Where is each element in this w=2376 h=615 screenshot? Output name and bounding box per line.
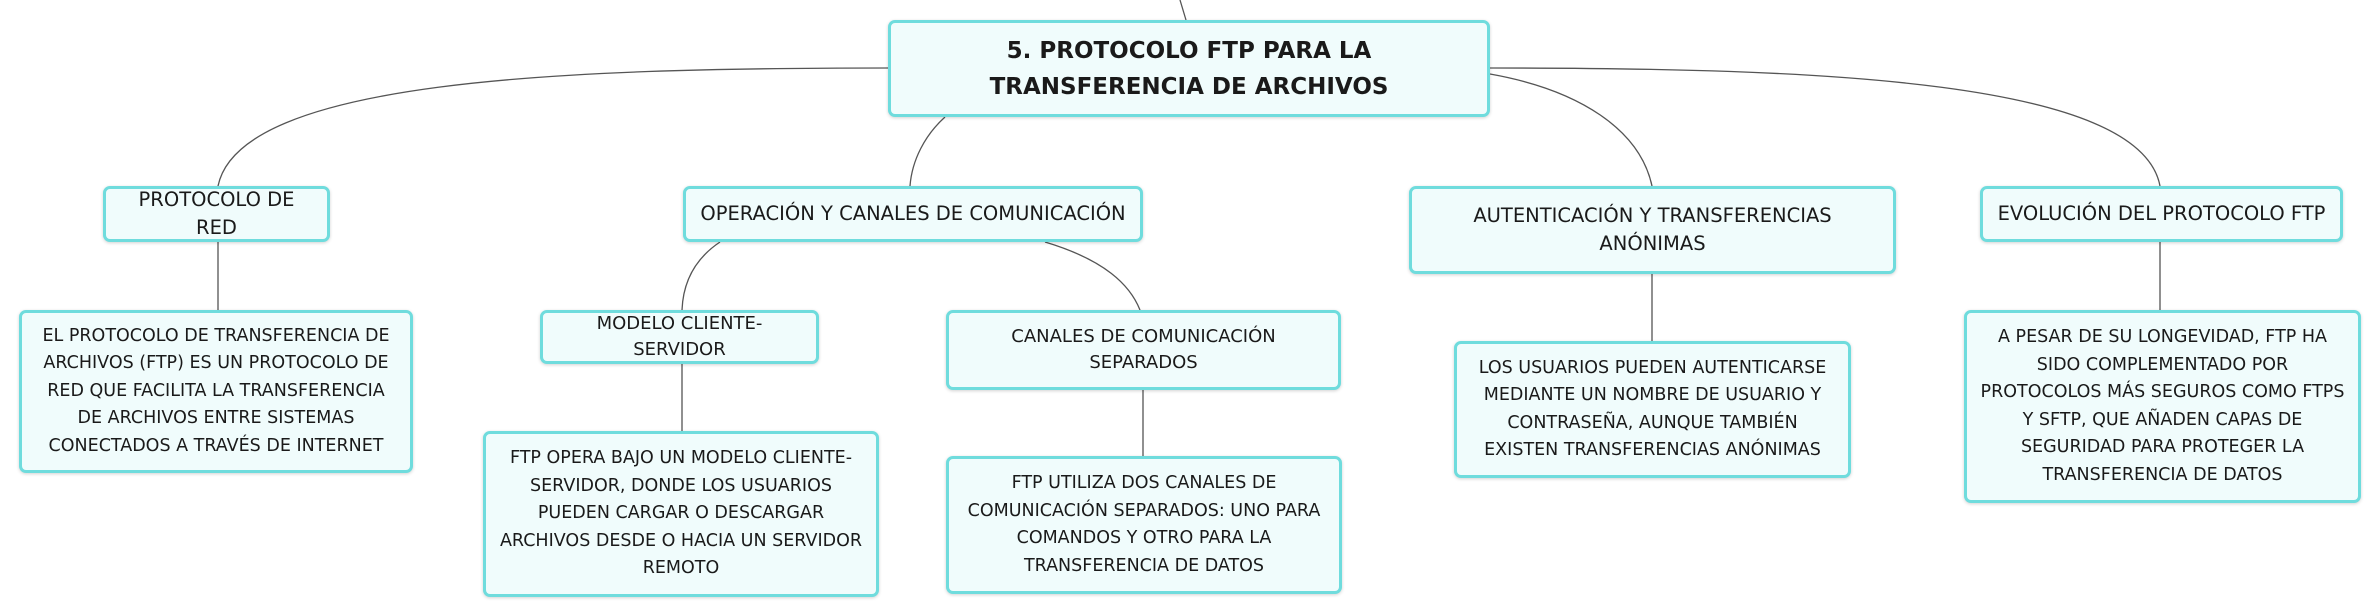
topic-evolucion-label: EVOLUCIÓN DEL PROTOCOLO FTP bbox=[1997, 202, 2326, 225]
topic-autenticacion[interactable]: AUTENTICACIÓN Y TRANSFERENCIAS ANÓNIMAS bbox=[1409, 186, 1896, 274]
subtopic-canales-label: CANALES DE COMUNICACIÓN SEPARADOS bbox=[1011, 326, 1276, 373]
connector-root-autenticacion bbox=[1489, 73, 1653, 187]
topic-protocolo-red[interactable]: PROTOCOLO DE RED bbox=[103, 186, 330, 242]
detail-autenticacion-text: LOS USUARIOS PUEDEN AUTENTICARSE MEDIANT… bbox=[1478, 357, 1827, 461]
connector-root-protocolo-red bbox=[217, 67, 889, 187]
connector-root-operacion bbox=[909, 116, 946, 187]
detail-evolucion-text: A PESAR DE SU LONGEVIDAD, FTP HA SIDO CO… bbox=[1980, 327, 2345, 485]
detail-protocolo-red-text: EL PROTOCOLO DE TRANSFERENCIA DE ARCHIVO… bbox=[42, 325, 390, 456]
detail-canales-separados[interactable]: FTP UTILIZA DOS CANALES DE COMUNICACIÓN … bbox=[946, 456, 1342, 594]
connector-operacion-modelo bbox=[681, 241, 721, 311]
detail-modelo-cliente-servidor[interactable]: FTP OPERA BAJO UN MODELO CLIENTE-SERVIDO… bbox=[483, 431, 879, 597]
topic-protocolo-red-label: PROTOCOLO DE RED bbox=[138, 188, 295, 239]
connector-operacion-canales bbox=[1044, 241, 1141, 311]
topic-autenticacion-label: AUTENTICACIÓN Y TRANSFERENCIAS ANÓNIMAS bbox=[1473, 204, 1832, 255]
root-node-label: 5. PROTOCOLO FTP PARA LA TRANSFERENCIA D… bbox=[989, 37, 1389, 100]
subtopic-modelo-cliente-servidor[interactable]: MODELO CLIENTE-SERVIDOR bbox=[540, 310, 819, 364]
connector-root-evolucion bbox=[1489, 67, 2161, 187]
topic-operacion-canales-label: OPERACIÓN Y CANALES DE COMUNICACIÓN bbox=[700, 202, 1126, 225]
detail-autenticacion[interactable]: LOS USUARIOS PUEDEN AUTENTICARSE MEDIANT… bbox=[1454, 341, 1851, 478]
detail-canales-text: FTP UTILIZA DOS CANALES DE COMUNICACIÓN … bbox=[967, 473, 1321, 576]
root-node[interactable]: 5. PROTOCOLO FTP PARA LA TRANSFERENCIA D… bbox=[888, 20, 1490, 117]
subtopic-modelo-label: MODELO CLIENTE-SERVIDOR bbox=[596, 313, 763, 360]
connector-parent-root bbox=[1179, 0, 1187, 21]
detail-modelo-text: FTP OPERA BAJO UN MODELO CLIENTE-SERVIDO… bbox=[499, 448, 863, 579]
topic-evolucion[interactable]: EVOLUCIÓN DEL PROTOCOLO FTP bbox=[1980, 186, 2343, 242]
topic-operacion-canales[interactable]: OPERACIÓN Y CANALES DE COMUNICACIÓN bbox=[683, 186, 1143, 242]
detail-protocolo-red[interactable]: EL PROTOCOLO DE TRANSFERENCIA DE ARCHIVO… bbox=[19, 310, 413, 473]
subtopic-canales-separados[interactable]: CANALES DE COMUNICACIÓN SEPARADOS bbox=[946, 310, 1341, 390]
detail-evolucion[interactable]: A PESAR DE SU LONGEVIDAD, FTP HA SIDO CO… bbox=[1964, 310, 2361, 503]
